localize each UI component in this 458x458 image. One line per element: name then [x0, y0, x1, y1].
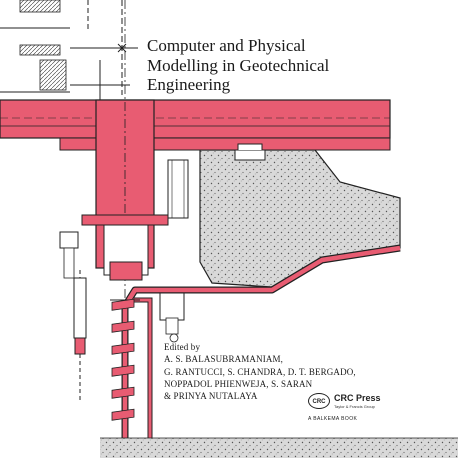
editor-line-4: & PRINYA NUTALAYA [164, 391, 258, 402]
crc-logo-icon: CRC [308, 393, 330, 409]
ground-band [100, 438, 458, 458]
title-line-3: Engineering [147, 75, 231, 94]
title-line-1: Computer and Physical [147, 36, 306, 55]
publisher-imprint: A BALKEMA BOOK [308, 416, 358, 422]
publisher-name: CRC Press [334, 393, 381, 403]
hatched-frame [19, 0, 61, 13]
editors-label: Edited by [164, 342, 201, 352]
title-line-2: Modelling in Geotechnical [147, 55, 330, 75]
publisher-group: Taylor & Francis Group [334, 404, 375, 409]
book-title: Computer and Physical Modelling in Geote… [147, 36, 437, 95]
editor-line-2: G. RANTUCCI, S. CHANDRA, D. T. BERGADO, [164, 366, 356, 377]
editors-block: Edited by A. S. BALASUBRAMANIAM, G. RANT… [164, 341, 364, 402]
dimension-lines [70, 0, 138, 100]
drill-stack [73, 270, 140, 421]
publisher-logo: CRC CRC Press Taylor & Francis Group A B… [308, 393, 381, 427]
concrete-embankment [199, 149, 401, 288]
pink-beam [0, 99, 391, 139]
editor-line-1: A. S. BALASUBRAMANIAM, [164, 354, 284, 365]
editor-line-3: NOPPADOL PHIENWEJA, S. SARAN [164, 378, 313, 389]
